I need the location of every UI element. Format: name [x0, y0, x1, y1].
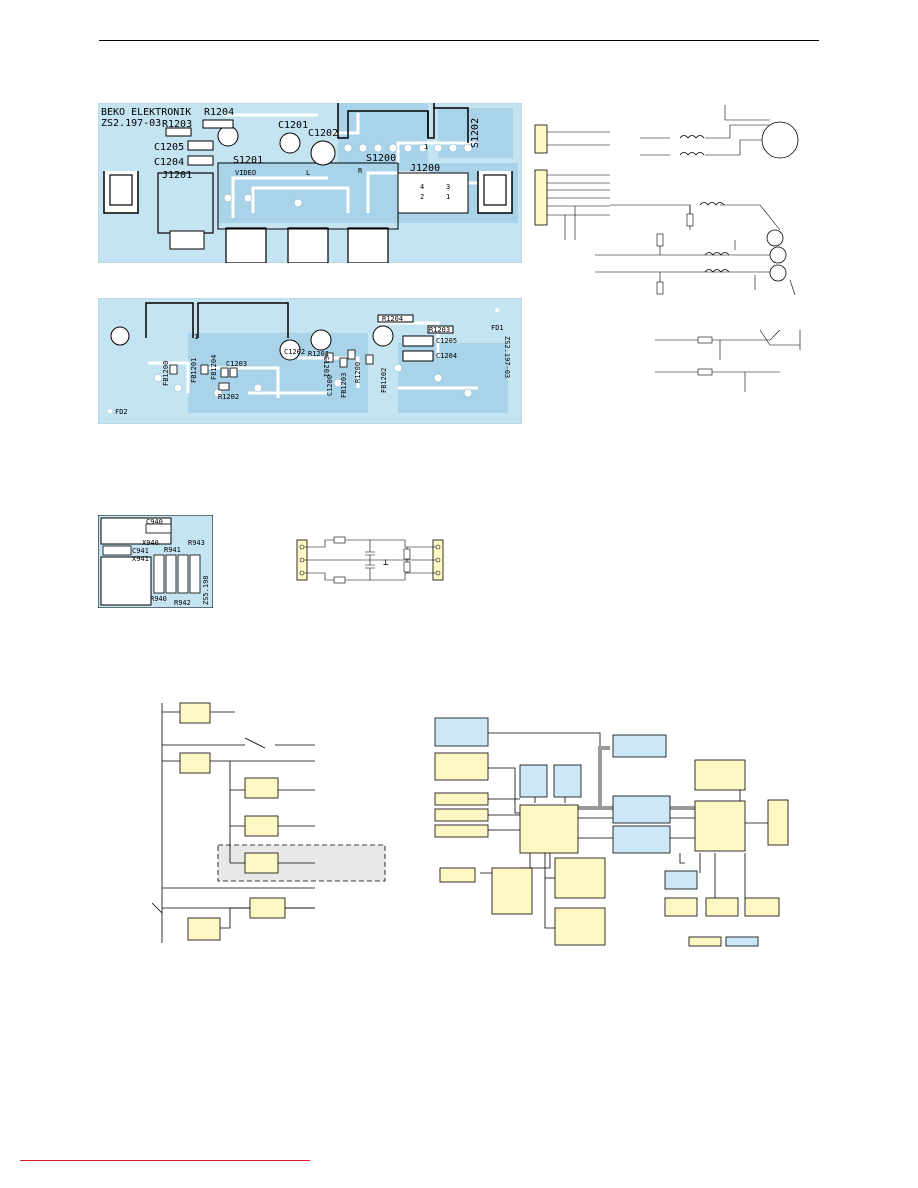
filter-schematic-svg: ⊥	[296, 536, 444, 584]
pcb-bottom-svg: R1204 R1203 FD1 FD2 C1205 C1204 C1203 R1…	[97, 297, 523, 425]
j1200-pin2-label: 2	[420, 193, 424, 201]
x940-label: X940	[142, 539, 159, 547]
fd2-label: FD2	[115, 408, 128, 416]
small-board-id-label: ZS5.198	[202, 575, 210, 605]
l-channel-label: L	[306, 169, 310, 177]
power-diagram-svg	[151, 702, 386, 943]
fb1204-label: FB1204	[210, 355, 218, 380]
connector-schematic	[530, 100, 810, 405]
j1200-pin3-label: 3	[446, 183, 450, 191]
bottom-r1204-label: R1204	[382, 315, 403, 323]
c1202-label: C1202	[308, 128, 338, 139]
connector-schematic-svg	[534, 105, 801, 392]
r941-label: R941	[164, 546, 181, 554]
fd1-label: FD1	[491, 324, 504, 332]
fb1202-label: FB1202	[380, 368, 388, 393]
c1201-label: C1201	[278, 120, 308, 131]
bottom-c1203-label: C1203	[226, 360, 247, 368]
pcb-bottom-view: R1204 R1203 FD1 FD2 C1205 C1204 C1203 R1…	[97, 297, 523, 425]
j1201-label: J1201	[162, 170, 192, 181]
c940-label: C940	[146, 518, 163, 526]
bottom-c1204-label: C1204	[436, 352, 457, 360]
brand-label: BEKO ELEKTRONIK	[101, 107, 191, 118]
fb1201-label: FB1201	[190, 358, 198, 383]
bottom-pin1-label: 1	[194, 333, 198, 341]
c941-label: C941	[132, 547, 149, 555]
bottom-r1200-label: R1200	[354, 362, 362, 383]
s1200-pin1-label: 1	[424, 143, 428, 151]
footer-rule	[20, 1160, 310, 1161]
pcb-top-view: BEKO ELEKTRONIK ZS2.197-03 R1204 R1203 C…	[97, 102, 523, 264]
pcb-small-board: C940 X940 C941 X941 R941 R943 R940 R942 …	[97, 514, 214, 609]
c1205-label: C1205	[154, 142, 184, 153]
power-distribution-diagram	[140, 698, 390, 948]
bottom-c1201-label: C1201	[322, 356, 330, 377]
filter-schematic: ⊥	[295, 535, 450, 585]
bottom-board-id-label: ZS2.197-03	[503, 336, 511, 378]
bottom-r1201-label: R1201	[308, 350, 329, 358]
j1200-pin4-label: 4	[420, 183, 424, 191]
system-block-diagram	[430, 713, 795, 953]
bottom-c1205-label: C1205	[436, 337, 457, 345]
r1204-label: R1204	[204, 107, 234, 118]
bottom-r1203-label: R1203	[429, 326, 450, 334]
ground-symbol: ⊥	[383, 558, 389, 568]
board-id-label: ZS2.197-03	[101, 118, 161, 129]
x941-label: X941	[132, 555, 149, 563]
bottom-c1202-label: C1202	[284, 348, 305, 356]
r943-label: R943	[188, 539, 205, 547]
bottom-c1200-label: C1200	[326, 375, 334, 396]
s1201-label: S1201	[233, 155, 263, 166]
j1200-label: J1200	[410, 163, 440, 174]
top-rule	[99, 40, 819, 41]
bottom-r1202-label: R1202	[218, 393, 239, 401]
r-channel-label: R	[358, 167, 363, 175]
r940-label: R940	[150, 595, 167, 603]
r1203-label: R1203	[162, 119, 192, 130]
pcb-small-svg: C940 X940 C941 X941 R941 R943 R940 R942 …	[97, 514, 214, 609]
video-label: VIDEO	[235, 169, 256, 177]
fb1200-label: FB1200	[162, 361, 170, 386]
c1204-label: C1204	[154, 157, 184, 168]
pcb-top-svg: BEKO ELEKTRONIK ZS2.197-03 R1204 R1203 C…	[97, 102, 523, 264]
j1200-pin1-label: 1	[446, 193, 450, 201]
s1202-label: S1202	[470, 118, 481, 148]
system-diagram-svg	[434, 717, 789, 947]
fb1203-label: FB1203	[340, 373, 348, 398]
r942-label: R942	[174, 599, 191, 607]
s1200-label: S1200	[366, 153, 396, 164]
